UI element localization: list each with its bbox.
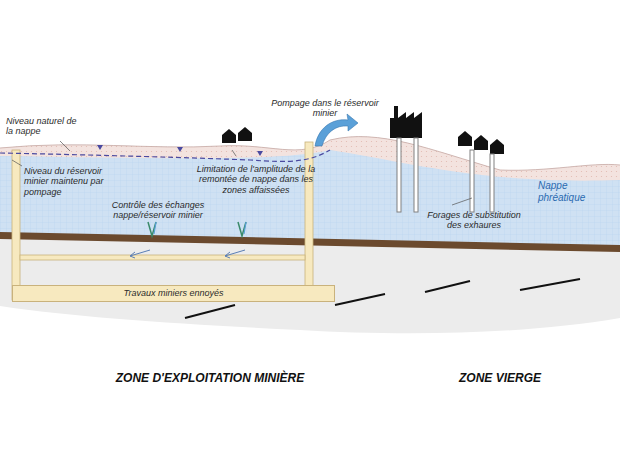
- wells-label: Forages de substitution des exhaures: [424, 210, 524, 231]
- band-label: Travaux miniers ennoyés: [13, 286, 334, 300]
- level-label: Niveau du réservoir minier maintenu par …: [24, 166, 110, 197]
- houses: [458, 131, 504, 154]
- zone-label: ZONE VIERGE: [420, 372, 580, 386]
- note-label: Limitation de l'amplitude de la remontée…: [196, 164, 316, 195]
- pumping-arrow: [315, 114, 358, 146]
- level-label: Niveau naturel de la nappe: [6, 116, 86, 137]
- zone-label: ZONE D'EXPLOITATION MINIÈRE: [60, 372, 360, 386]
- pump-label: Pompage dans le réservoir minier: [270, 98, 380, 119]
- factory-icon: [390, 106, 422, 138]
- layer-label: Nappe phréatique: [538, 180, 616, 203]
- leader-lines: [12, 141, 472, 205]
- mine-water-level: [0, 150, 330, 161]
- level-arrows: [97, 145, 263, 156]
- wells: [397, 138, 494, 212]
- note-label: Contrôle des échanges nappe/réservoir mi…: [98, 200, 218, 221]
- houses: [222, 127, 252, 143]
- mine-gallery-band: Travaux miniers ennoyés: [12, 285, 335, 302]
- gallery-arrows: [130, 250, 245, 258]
- exchange-control-symbols: [148, 222, 246, 236]
